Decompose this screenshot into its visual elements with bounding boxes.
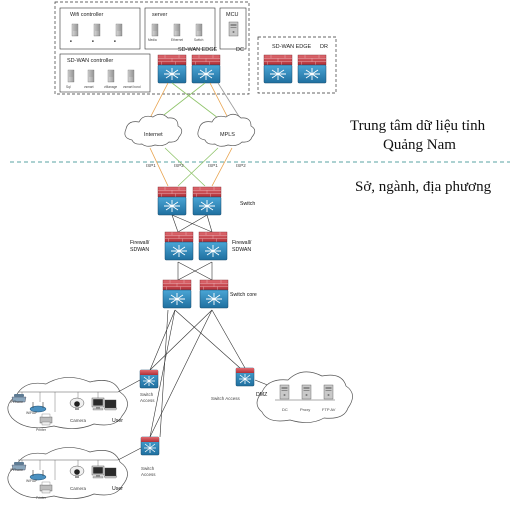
datacenter-outer-frame	[54, 1, 250, 95]
lan-cloud-2: IPPhone WiFiAP Printer Camera User	[7, 447, 142, 500]
switch-label: Switch	[240, 201, 255, 207]
dmz-label: DMZ	[256, 392, 267, 398]
controller-item-0: Sql	[66, 85, 71, 89]
firewall-right	[198, 231, 228, 261]
sdwan-controller-label: SD-WAN controller	[67, 58, 113, 64]
dr-frame	[257, 36, 337, 94]
firewall-left	[164, 231, 194, 261]
server-item-0: Media	[148, 38, 157, 42]
dr-label: DR	[320, 44, 328, 50]
lan1-user: User	[112, 418, 123, 424]
sdwan-controller-box	[59, 53, 151, 93]
isp-label-0: ISP1	[146, 163, 156, 168]
dmz-server-1: Proxy	[300, 407, 310, 412]
svg-text:■: ■	[114, 39, 116, 43]
firewall-right-label-2: SDWAN	[232, 247, 251, 253]
switch-access-2-label-b: Access	[141, 472, 156, 477]
lan2-ipphone: IPPhone	[10, 468, 23, 472]
controller-item-2: vManage	[104, 85, 117, 89]
dmz-cloud: DMZ DC Proxy FTP AV	[256, 371, 353, 423]
lan-cloud-1: IPPhone WiFiAP Printer Camera User	[7, 377, 141, 432]
controller-item-3: vsmart bond	[123, 85, 141, 89]
switch-core-left	[162, 279, 192, 309]
isp-label-2: ISP1	[208, 163, 218, 168]
lan2-printer: Printer	[36, 496, 47, 500]
isp-links	[149, 147, 233, 187]
mpls-label: MPLS	[220, 132, 235, 138]
firewall-left-label-2: SDWAN	[130, 247, 149, 253]
dr-edge-router-right	[297, 54, 327, 84]
dmz-server-0: DC	[282, 407, 288, 412]
branch-switch-left	[157, 186, 187, 216]
wan-links-top	[149, 82, 241, 119]
switch-core-label: Switch core	[230, 292, 257, 298]
dc-edge-router-left	[157, 54, 187, 84]
server-item-2: Switch	[194, 38, 204, 42]
lan1-wifi: WiFiAP	[26, 411, 38, 415]
switch-core-right	[199, 279, 229, 309]
server-item-1: Ethernet	[171, 38, 183, 42]
switch-access-right	[235, 367, 255, 387]
svg-text:■: ■	[92, 39, 94, 43]
branch-switch-right	[192, 186, 222, 216]
switch-access-2-label-a: Switch	[141, 466, 155, 471]
isp-label-3: ISP2	[236, 163, 246, 168]
local-zone-label: Sở, ngành, địa phương	[355, 179, 492, 195]
lan1-camera: Camera	[70, 418, 87, 423]
dc-label: DC	[236, 47, 244, 53]
switch-access-2	[140, 436, 160, 456]
datacenter-zone-label-line2: Quảng Nam	[383, 137, 456, 153]
mpls-cloud: MPLS	[197, 113, 256, 147]
switch-access-1-label-b: Access	[140, 398, 155, 403]
mcu-label: MCU	[226, 12, 239, 18]
switch-access-1-label-a: Switch	[140, 392, 154, 397]
firewall-left-label-1: Firewall/	[130, 240, 150, 246]
server-label: server	[152, 12, 167, 18]
lan2-wifi: WiFiAP	[26, 479, 38, 483]
firewall-right-label-1: Firewall/	[232, 240, 252, 246]
isp-label-1: ISP2	[174, 163, 184, 168]
switch-access-1	[139, 369, 159, 389]
dr-edge-router-left	[263, 54, 293, 84]
internet-label: Internet	[144, 132, 163, 138]
lan1-ipphone: IPPhone	[10, 400, 23, 404]
sdwan-edge-dc-label: SD-WAN EDGE	[178, 47, 218, 53]
dmz-server-2: FTP AV	[322, 407, 336, 412]
sdwan-edge-dr-label: SD-WAN EDGE	[272, 44, 312, 50]
datacenter-zone-label-line1: Trung tâm dữ liệu tỉnh	[350, 118, 486, 134]
branch-links	[149, 214, 246, 438]
lan2-user: User	[112, 486, 123, 492]
wifi-controller-label: Wifi controller	[70, 12, 103, 18]
controller-item-1: vsmart	[84, 85, 94, 89]
switch-access-right-label: Switch Access	[211, 396, 241, 401]
svg-text:■: ■	[70, 39, 72, 43]
internet-cloud: Internet	[124, 113, 183, 147]
lan2-camera: Camera	[70, 486, 87, 491]
lan1-printer: Printer	[36, 428, 47, 432]
dc-edge-router-right	[191, 54, 221, 84]
